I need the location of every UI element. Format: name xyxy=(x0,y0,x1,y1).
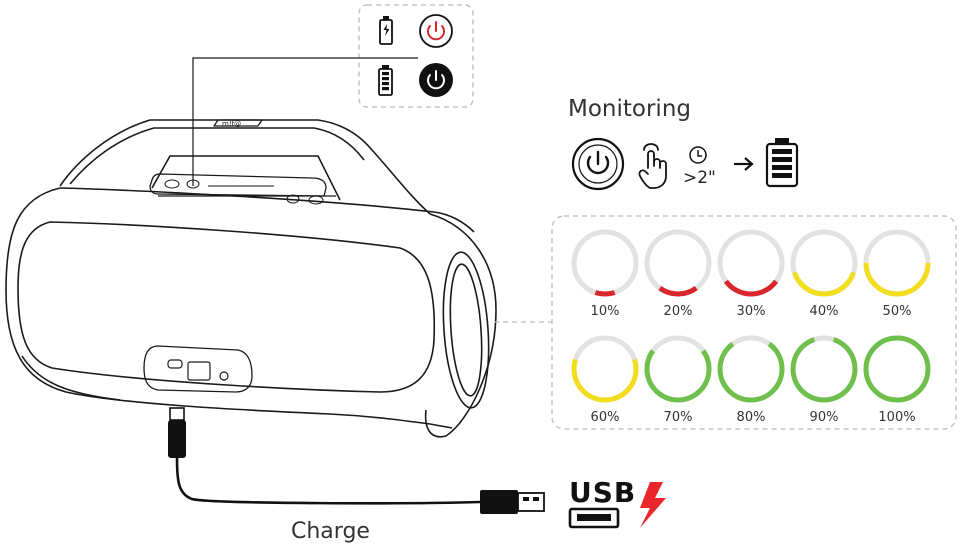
battery-status-icon xyxy=(765,138,799,188)
speaker-illustration: m!f@ xyxy=(5,119,497,438)
level-ring-fill xyxy=(644,349,712,403)
level-percent-label: 80% xyxy=(736,410,766,425)
level-percent-label: 90% xyxy=(809,410,839,425)
lightning-icon xyxy=(640,482,666,528)
level-ring-track xyxy=(571,229,639,297)
level-percent-label: 100% xyxy=(878,410,916,425)
arrow-right-icon xyxy=(734,157,754,171)
level-ring-fill xyxy=(863,335,931,403)
top-control-buttons xyxy=(164,179,324,205)
level-percent-label: 20% xyxy=(663,304,693,319)
level-ring-fill xyxy=(717,341,785,403)
level-percent-label: 30% xyxy=(736,304,766,319)
brand-logo: m!f@ xyxy=(213,119,263,128)
level-ring-fill xyxy=(790,337,858,403)
svg-text:m!f@: m!f@ xyxy=(222,120,241,128)
monitoring-title: Monitoring xyxy=(568,96,691,122)
battery-level-rings xyxy=(571,229,931,403)
level-ring-fill xyxy=(723,279,779,297)
clock-icon xyxy=(689,146,707,164)
level-percent-label: 70% xyxy=(663,410,693,425)
level-ring-track xyxy=(644,229,712,297)
tap-hand-icon xyxy=(638,143,667,189)
level-ring-fill xyxy=(863,262,931,297)
charge-label: Charge xyxy=(291,519,370,544)
indicator-callout-box xyxy=(358,4,474,108)
battery-charging-icon xyxy=(379,16,393,45)
power-filled-icon xyxy=(419,63,453,97)
level-percent-label: 10% xyxy=(590,304,620,319)
battery-levels-panel xyxy=(551,215,957,430)
usb-label: USB xyxy=(569,476,637,509)
port-panel xyxy=(143,345,253,393)
press-duration-label: >2" xyxy=(683,168,716,188)
level-percent-label: 40% xyxy=(809,304,839,319)
usb-c-cable xyxy=(168,407,545,514)
level-ring-fill xyxy=(571,358,639,403)
usb-port-icon xyxy=(568,507,620,529)
callout-leader-line xyxy=(192,57,418,186)
level-ring-fill xyxy=(658,285,698,297)
level-percent-label: 60% xyxy=(590,410,620,425)
battery-full-icon xyxy=(378,65,393,96)
level-percent-label: 50% xyxy=(882,304,912,319)
level-ring-fill xyxy=(594,290,616,297)
level-ring-fill xyxy=(792,271,856,297)
power-button-icon xyxy=(571,137,625,191)
power-red-icon xyxy=(419,14,453,48)
